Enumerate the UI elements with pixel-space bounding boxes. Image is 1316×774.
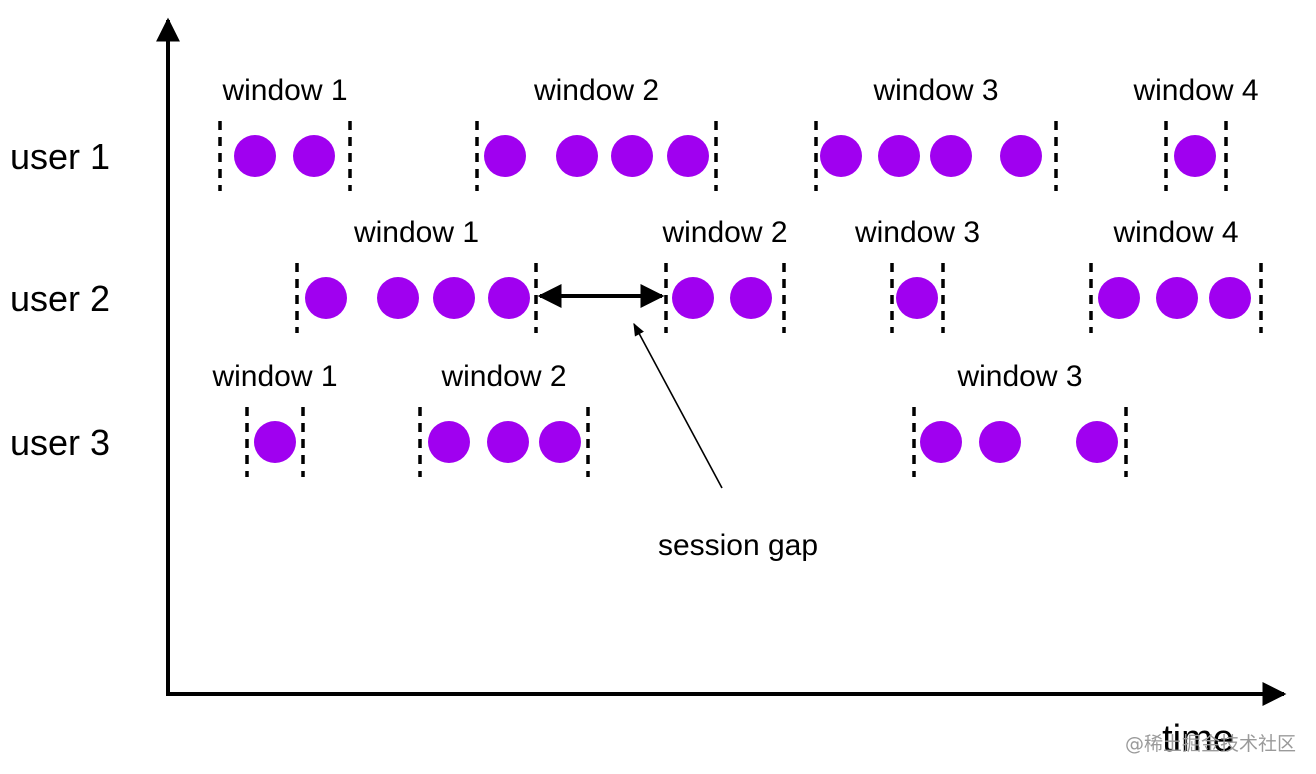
session-window: window 2 — [475, 74, 718, 191]
window-label: window 1 — [211, 360, 337, 393]
window-label: window 3 — [956, 360, 1082, 393]
user-row-1: user 1 window 1 window 2 window 3 window 4 — [10, 74, 1259, 191]
event-dot — [896, 277, 938, 319]
event-dot — [930, 135, 972, 177]
window-label: window 4 — [1132, 74, 1258, 107]
event-dot — [1209, 277, 1251, 319]
user-label: user 3 — [10, 422, 110, 463]
event-dot — [672, 277, 714, 319]
session-window: window 3 — [814, 74, 1058, 191]
event-dot — [433, 277, 475, 319]
event-dot — [305, 277, 347, 319]
event-dot — [979, 421, 1021, 463]
time-axis-label: time — [1162, 718, 1234, 760]
window-label: window 3 — [854, 216, 980, 249]
event-dot — [539, 421, 581, 463]
event-dot — [428, 421, 470, 463]
event-dot — [820, 135, 862, 177]
event-dot — [1076, 421, 1118, 463]
session-gap-label: session gap — [658, 529, 818, 562]
event-dot — [1174, 135, 1216, 177]
event-dot — [488, 277, 530, 319]
event-dot — [1098, 277, 1140, 319]
session-window: window 1 — [295, 216, 538, 333]
event-dot — [878, 135, 920, 177]
event-dot — [254, 421, 296, 463]
window-label: window 4 — [1112, 216, 1238, 249]
event-dot — [730, 277, 772, 319]
event-dot — [487, 421, 529, 463]
event-dot — [1000, 135, 1042, 177]
user-label: user 2 — [10, 278, 110, 319]
event-dot — [1156, 277, 1198, 319]
event-dot — [293, 135, 335, 177]
session-window: window 4 — [1132, 74, 1259, 191]
window-label: window 2 — [661, 216, 787, 249]
session-window: window 1 — [218, 74, 352, 191]
event-dot — [667, 135, 709, 177]
event-dot — [920, 421, 962, 463]
window-label: window 3 — [872, 74, 998, 107]
session-window: window 1 — [211, 360, 338, 477]
window-label: window 1 — [221, 74, 347, 107]
event-dot — [556, 135, 598, 177]
session-window: window 2 — [418, 360, 590, 477]
event-dot — [484, 135, 526, 177]
session-window: window 2 — [661, 216, 788, 333]
window-label: window 2 — [533, 74, 659, 107]
watermark-text: @稀土掘金技术社区 — [1125, 733, 1296, 755]
event-dot — [611, 135, 653, 177]
session-window: window 3 — [912, 360, 1128, 477]
session-gap-pointer — [633, 322, 723, 489]
event-dot — [234, 135, 276, 177]
session-window: window 4 — [1089, 216, 1263, 333]
user-label: user 1 — [10, 136, 110, 177]
window-label: window 2 — [440, 360, 566, 393]
event-dot — [377, 277, 419, 319]
session-window: window 3 — [854, 216, 980, 333]
user-row-2: user 2 window 1 window 2 window 3 window 4 — [10, 216, 1263, 333]
user-row-3: user 3 window 1 window 2 window 3 — [10, 360, 1128, 477]
session-gap-annotation: session gap — [537, 284, 818, 562]
window-label: window 1 — [353, 216, 479, 249]
